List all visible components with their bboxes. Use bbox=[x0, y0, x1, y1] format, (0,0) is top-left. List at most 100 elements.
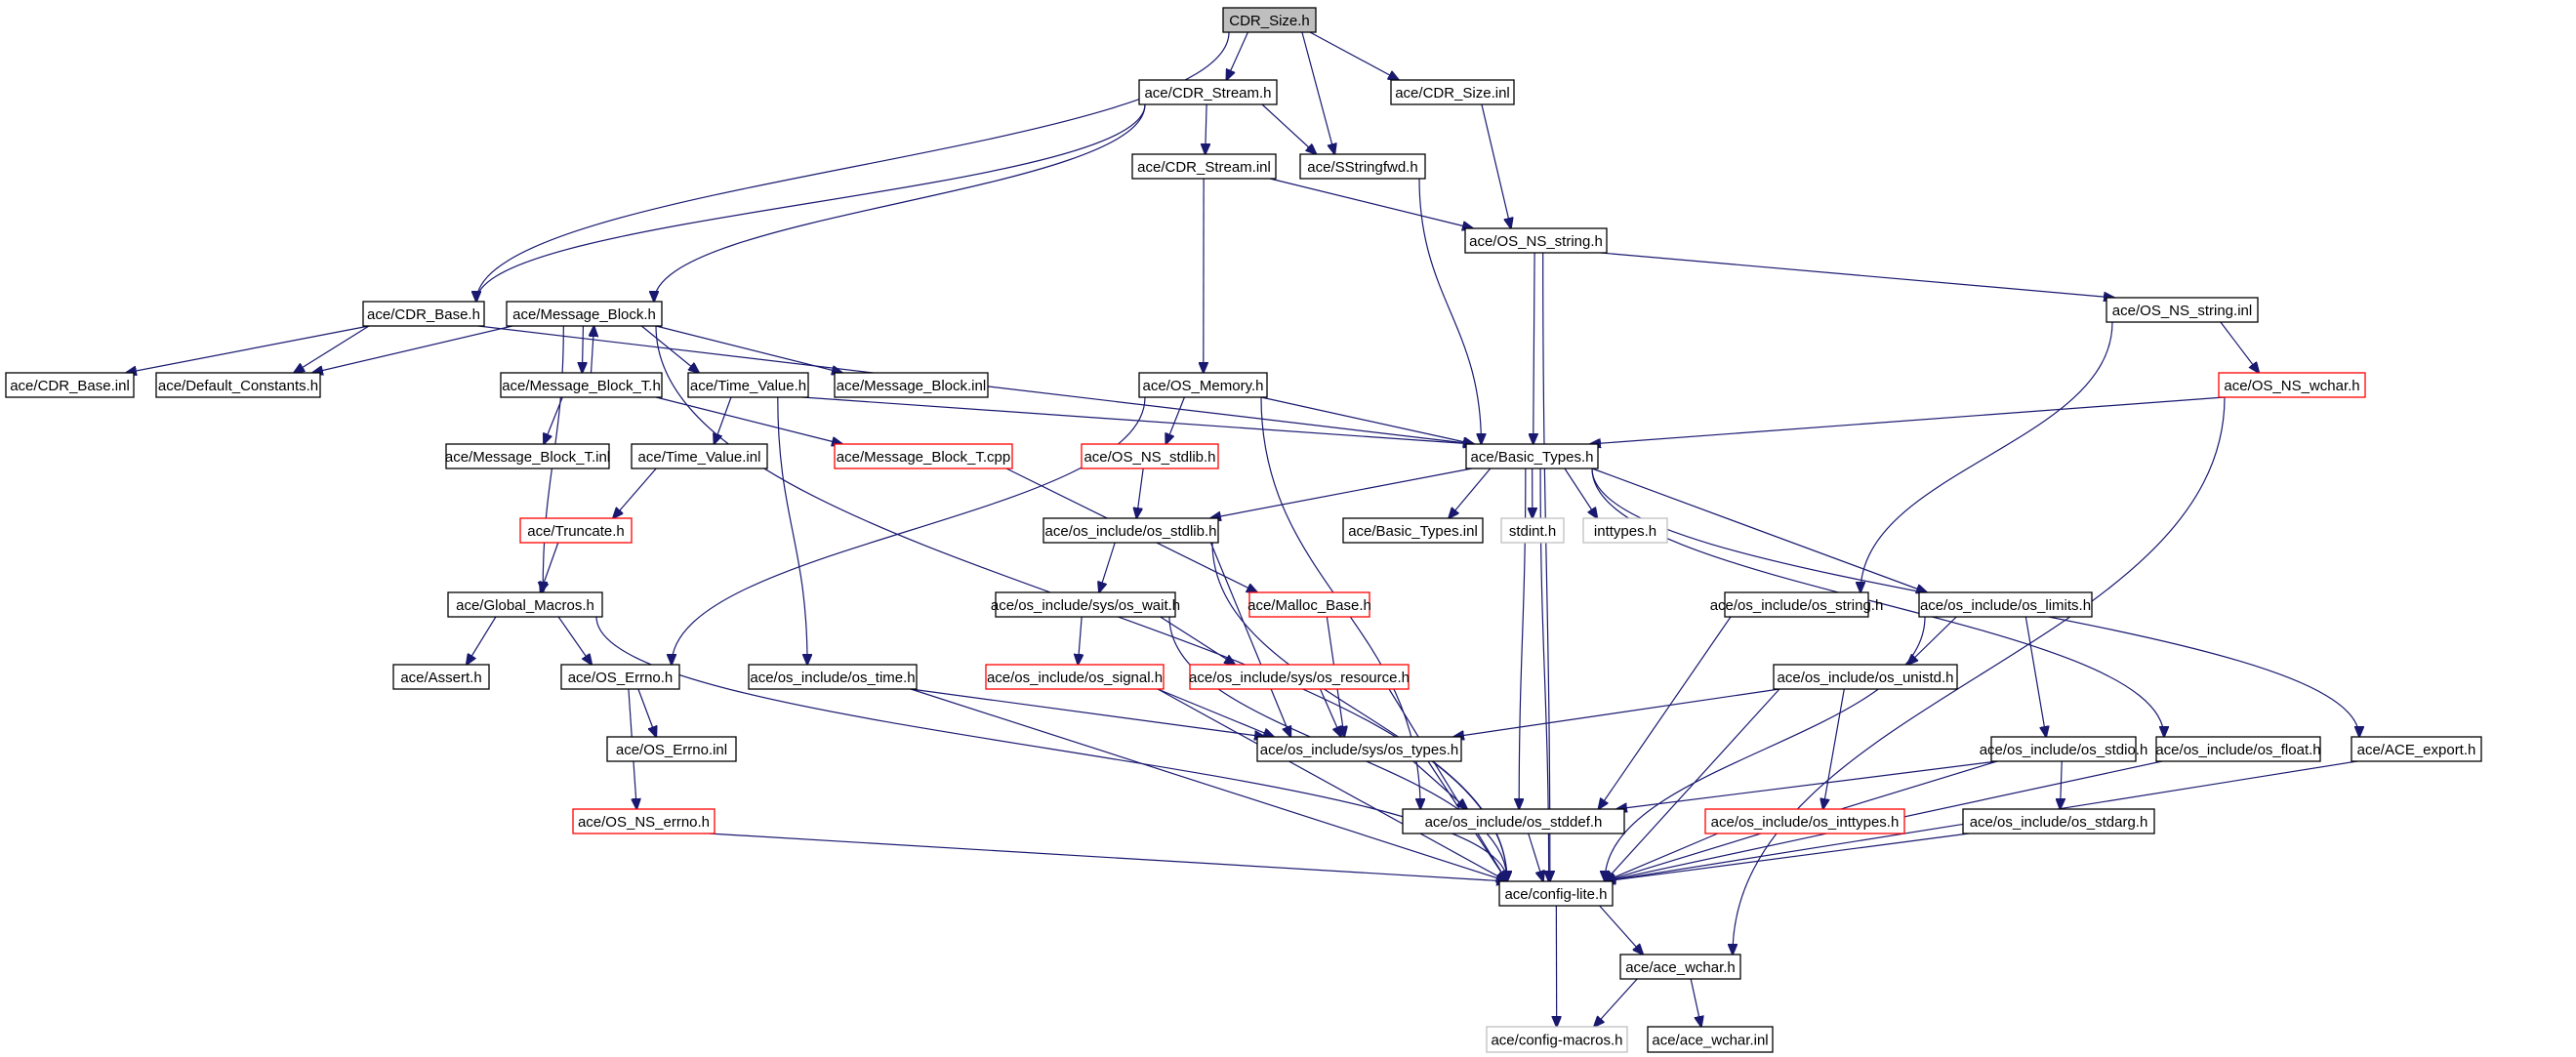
node-box bbox=[572, 808, 716, 834]
node-config-lite-h[interactable]: ace/config-lite.h bbox=[1498, 880, 1614, 907]
node-label: ace/ace_wchar.inl bbox=[1652, 1033, 1768, 1049]
node-os-ns-string-inl[interactable]: ace/OS_NS_string.inl bbox=[2106, 297, 2259, 323]
node-label: ace/OS_Memory.h bbox=[1143, 378, 1264, 394]
node-label: stdint.h bbox=[1509, 523, 1556, 540]
node-ace-wchar-inl[interactable]: ace/ace_wchar.inl bbox=[1647, 1026, 1774, 1053]
node-box bbox=[1619, 954, 1741, 980]
node-box bbox=[1918, 591, 2093, 618]
edge-os-stddef-h-to-config-lite-h bbox=[1528, 833, 1543, 881]
node-sstringfwd-h[interactable]: ace/SStringfwd.h bbox=[1299, 153, 1426, 180]
node-message-block-h[interactable]: ace/Message_Block.h bbox=[506, 301, 663, 327]
node-os-signal-h[interactable]: ace/os_include/os_signal.h bbox=[985, 664, 1165, 690]
node-message-block-t-inl[interactable]: ace/Message_Block_T.inl bbox=[445, 443, 610, 469]
node-box bbox=[5, 372, 135, 398]
node-box bbox=[362, 301, 485, 327]
node-message-block-inl[interactable]: ace/Message_Block.inl bbox=[834, 372, 989, 398]
node-os-errno-inl[interactable]: ace/OS_Errno.inl bbox=[606, 736, 737, 762]
node-stdint-h[interactable]: stdint.h bbox=[1500, 517, 1565, 544]
edge-os-resource-h-to-config-lite-h bbox=[1388, 688, 1507, 881]
edge-os-ns-string-inl-to-os-ns-wchar-h bbox=[2220, 321, 2259, 373]
node-os-float-h[interactable]: ace/os_include/os_float.h bbox=[2155, 736, 2321, 762]
node-os-limits-h[interactable]: ace/os_include/os_limits.h bbox=[1918, 591, 2093, 618]
node-label: ace/Message_Block.h bbox=[512, 306, 656, 323]
node-box bbox=[1222, 7, 1317, 33]
node-label: ace/Truncate.h bbox=[527, 523, 625, 540]
node-os-stdio-h[interactable]: ace/os_include/os_stdio.h bbox=[1980, 736, 2148, 762]
node-label: ace/Time_Value.inl bbox=[638, 449, 761, 466]
node-cdr-size-inl[interactable]: ace/CDR_Size.inl bbox=[1390, 79, 1515, 105]
node-os-types-h[interactable]: ace/os_include/sys/os_types.h bbox=[1256, 736, 1462, 762]
node-label: ace/config-macros.h bbox=[1491, 1033, 1622, 1049]
node-box bbox=[500, 372, 663, 398]
node-box bbox=[1498, 880, 1614, 907]
node-os-time-h[interactable]: ace/os_include/os_time.h bbox=[748, 664, 918, 690]
node-box bbox=[1990, 736, 2137, 762]
node-label: ace/os_include/os_stdarg.h bbox=[1970, 814, 2148, 831]
node-os-ns-wchar-h[interactable]: ace/OS_NS_wchar.h bbox=[2218, 372, 2366, 398]
node-default-constants-h[interactable]: ace/Default_Constants.h bbox=[155, 372, 321, 398]
node-label: ace/CDR_Base.inl bbox=[10, 378, 130, 394]
node-basic-types-inl[interactable]: ace/Basic_Types.inl bbox=[1342, 517, 1484, 544]
node-cdr-stream-h[interactable]: ace/CDR_Stream.h bbox=[1138, 79, 1278, 105]
edge-os-ns-errno-h-to-config-lite-h bbox=[708, 833, 1507, 881]
node-box bbox=[1131, 153, 1277, 180]
node-label: ace/os_include/os_stdlib.h bbox=[1045, 523, 1217, 540]
node-os-ns-string-h[interactable]: ace/OS_NS_string.h bbox=[1464, 227, 1608, 254]
edge-os-memory-h-to-os-ns-stdlib-h bbox=[1165, 396, 1185, 444]
edge-os-ns-string-h-to-basic-types-h bbox=[1533, 252, 1534, 444]
edge-message-block-t-h-to-message-block-t-cpp bbox=[655, 396, 842, 444]
node-box bbox=[1500, 517, 1565, 544]
node-box bbox=[1248, 591, 1370, 618]
node-time-value-h[interactable]: ace/Time_Value.h bbox=[687, 372, 809, 398]
node-box bbox=[748, 664, 918, 690]
edge-os-stdio-h-to-os-stddef-h bbox=[1616, 760, 1998, 809]
edge-ace-wchar-h-to-config-macros-h bbox=[1594, 978, 1638, 1027]
edge-message-block-h-to-time-value-h bbox=[640, 325, 699, 373]
node-ace-export-h[interactable]: ace/ACE_export.h bbox=[2351, 736, 2482, 762]
edge-cdr-size-inl-to-os-ns-string-h bbox=[1481, 103, 1511, 228]
node-label: ace/os_include/sys/os_types.h bbox=[1260, 742, 1458, 758]
node-basic-types-h[interactable]: ace/Basic_Types.h bbox=[1465, 443, 1599, 469]
node-label: ace/SStringfwd.h bbox=[1307, 159, 1417, 176]
node-os-unistd-h[interactable]: ace/os_include/os_unistd.h bbox=[1773, 664, 1958, 690]
node-box bbox=[834, 443, 1013, 469]
node-cdr-size-h[interactable]: CDR_Size.h bbox=[1222, 7, 1317, 33]
node-cdr-base-inl[interactable]: ace/CDR_Base.inl bbox=[5, 372, 135, 398]
node-box bbox=[1464, 227, 1608, 254]
edge-os-ns-string-h-to-os-ns-string-inl bbox=[1600, 252, 2114, 298]
node-os-resource-h[interactable]: ace/os_include/sys/os_resource.h bbox=[1189, 664, 1410, 690]
node-message-block-t-h[interactable]: ace/Message_Block_T.h bbox=[500, 372, 663, 398]
node-ace-wchar-h[interactable]: ace/ace_wchar.h bbox=[1619, 954, 1741, 980]
node-cdr-stream-inl[interactable]: ace/CDR_Stream.inl bbox=[1131, 153, 1277, 180]
node-label: ace/OS_NS_errno.h bbox=[578, 814, 710, 831]
node-os-ns-stdlib-h[interactable]: ace/OS_NS_stdlib.h bbox=[1081, 443, 1219, 469]
node-message-block-t-cpp[interactable]: ace/Message_Block_T.cpp bbox=[834, 443, 1013, 469]
node-os-stddef-h[interactable]: ace/os_include/os_stddef.h bbox=[1402, 808, 1625, 834]
node-os-inttypes-h[interactable]: ace/os_include/os_inttypes.h bbox=[1704, 808, 1905, 834]
node-cdr-base-h[interactable]: ace/CDR_Base.h bbox=[362, 301, 485, 327]
node-label: ace/Default_Constants.h bbox=[158, 378, 318, 394]
node-malloc-base-h[interactable]: ace/Malloc_Base.h bbox=[1247, 591, 1371, 618]
node-assert-h[interactable]: ace/Assert.h bbox=[392, 664, 490, 690]
edge-cdr-size-h-to-cdr-size-inl bbox=[1309, 31, 1399, 80]
node-truncate-h[interactable]: ace/Truncate.h bbox=[519, 517, 633, 544]
node-os-stdarg-h[interactable]: ace/os_include/os_stdarg.h bbox=[1962, 808, 2155, 834]
node-box bbox=[1299, 153, 1426, 180]
node-global-macros-h[interactable]: ace/Global_Macros.h bbox=[447, 591, 603, 618]
node-os-stdlib-h[interactable]: ace/os_include/os_stdlib.h bbox=[1043, 517, 1219, 544]
node-label: ace/ace_wchar.h bbox=[1625, 959, 1736, 976]
node-config-macros-h[interactable]: ace/config-macros.h bbox=[1486, 1026, 1628, 1053]
node-os-errno-h[interactable]: ace/OS_Errno.h bbox=[560, 664, 680, 690]
node-os-string-h[interactable]: ace/os_include/os_string.h bbox=[1710, 591, 1884, 618]
node-os-ns-errno-h[interactable]: ace/OS_NS_errno.h bbox=[572, 808, 716, 834]
node-box bbox=[1342, 517, 1484, 544]
node-box bbox=[1704, 808, 1905, 834]
node-os-wait-h[interactable]: ace/os_include/sys/os_wait.h bbox=[991, 591, 1180, 618]
node-os-memory-h[interactable]: ace/OS_Memory.h bbox=[1138, 372, 1268, 398]
node-inttypes-h[interactable]: inttypes.h bbox=[1582, 517, 1668, 544]
edge-message-block-t-h-to-message-block-t-inl bbox=[544, 396, 563, 444]
edge-global-macros-h-to-os-errno-h bbox=[557, 616, 592, 665]
node-box bbox=[519, 517, 633, 544]
node-box bbox=[1402, 808, 1625, 834]
node-time-value-inl[interactable]: ace/Time_Value.inl bbox=[631, 443, 768, 469]
